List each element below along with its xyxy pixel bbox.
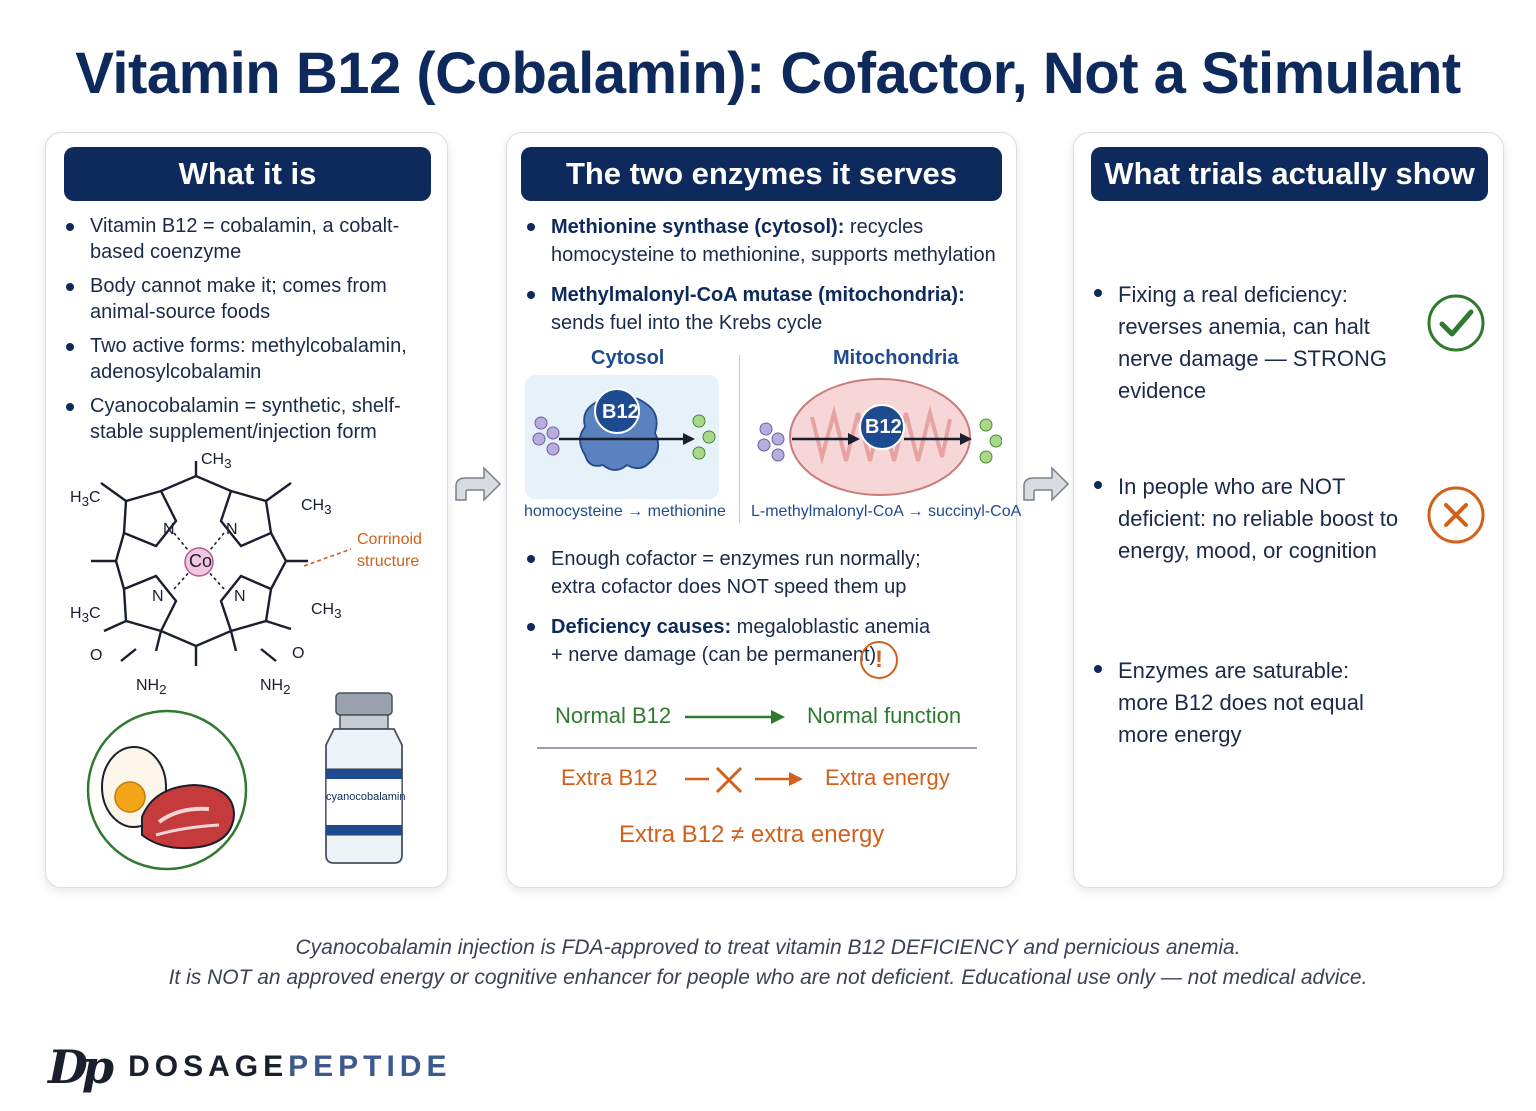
list-item: Vitamin B12 = cobalamin, a cobalt-based … [64, 213, 414, 265]
methyl-label: CH3 [201, 451, 232, 472]
card-enzymes: The two enzymes it serves Methionine syn… [506, 132, 1021, 888]
blocked-arrow-icon [685, 766, 803, 794]
mitochondria-reaction: L-methylmalonyl-CoA → succinyl-CoA [751, 503, 1022, 520]
methyl-label: CH3 [301, 497, 332, 518]
connector-arrow-icon [1023, 466, 1070, 502]
cytosol-enzyme-diagram [525, 375, 719, 499]
page-title: Vitamin B12 (Cobalamin): Cofactor, Not a… [75, 41, 1461, 106]
list-item: In people who are NOT deficient: no reli… [1092, 471, 1402, 567]
list-item: Deficiency causes: megaloblastic anemia … [525, 613, 945, 669]
vial-label: cyanocobalamin [326, 791, 406, 803]
cofactor-points-list: Enough cofactor = enzymes run normally; … [525, 545, 945, 681]
corrinoid-label: structure [357, 553, 420, 570]
list-item: Two active forms: methylcobalamin, adeno… [64, 333, 414, 385]
mitochondria-enzyme-diagram [757, 378, 1002, 496]
brand-name-part2: PEPTIDE [288, 1050, 452, 1083]
header-enzymes: The two enzymes it serves [521, 147, 1002, 201]
brand-logo: Dp DOSAGE PEPTIDE [48, 1040, 451, 1094]
list-item: Enzymes are saturable: more B12 does not… [1092, 655, 1392, 751]
mitochondria-label: Mitochondria [833, 347, 959, 369]
header-what-it-is: What it is [64, 147, 431, 201]
checkmark-icon [1427, 294, 1485, 352]
warning-icon: ! [860, 641, 898, 679]
cytosol-label: Cytosol [591, 347, 665, 369]
amide-label: NH2 [260, 677, 291, 698]
oxygen-label: O [90, 647, 103, 664]
oxygen-label: O [292, 645, 305, 662]
b12-badge: B12 [602, 401, 639, 423]
brand-name-part1: DOSAGE [128, 1050, 289, 1083]
corrinoid-label: Corrinoid [357, 531, 422, 548]
list-item: Methylmalonyl-CoA mutase (mitochondria):… [525, 281, 1005, 337]
cytosol-reaction: homocysteine → methionine [524, 503, 726, 520]
methyl-label: H3C [70, 489, 101, 510]
normal-function-label: Normal function [807, 703, 962, 728]
nitrogen-label: N [163, 521, 175, 538]
extra-energy-label: Extra energy [825, 765, 950, 790]
animal-food-icon [86, 709, 248, 871]
trial-finding-list: In people who are NOT deficient: no reli… [1092, 471, 1402, 567]
amide-label: NH2 [136, 677, 167, 698]
nitrogen-label: N [152, 588, 164, 605]
header-trials: What trials actually show [1091, 147, 1488, 201]
brand-monogram: Dp [48, 1040, 114, 1094]
normal-b12-label: Normal B12 [555, 703, 672, 728]
vial-icon [325, 692, 403, 864]
list-item: Fixing a real deficiency: reverses anemi… [1092, 279, 1402, 407]
nitrogen-label: N [226, 521, 238, 538]
list-item: Methionine synthase (cytosol): recycles … [525, 213, 1005, 269]
corrinoid-structure-diagram [91, 461, 352, 666]
disclaimer-line: It is NOT an approved energy or cognitiv… [168, 966, 1368, 989]
comparison-divider [537, 747, 977, 749]
trial-finding-list: Fixing a real deficiency: reverses anemi… [1092, 279, 1402, 407]
disclaimer-line: Cyanocobalamin injection is FDA-approved… [295, 936, 1241, 959]
summary-label: Extra B12 ≠ extra energy [619, 821, 885, 848]
methyl-label: H3C [70, 605, 101, 626]
cobalt-atom-label: Co [189, 551, 213, 571]
enzymes-list: Methionine synthase (cytosol): recycles … [525, 213, 1005, 349]
x-mark-icon [1427, 486, 1485, 544]
normal-arrow-icon [685, 710, 785, 724]
list-item: Body cannot make it; comes from animal-s… [64, 273, 414, 325]
connector-arrow-icon [455, 466, 502, 502]
nitrogen-label: N [234, 588, 246, 605]
card-trials: What trials actually show Fixing a real … [1073, 132, 1504, 888]
b12-badge: B12 [865, 416, 902, 438]
panel-divider [739, 355, 740, 523]
methyl-label: CH3 [311, 601, 342, 622]
trial-finding-list: Enzymes are saturable: more B12 does not… [1092, 655, 1392, 751]
list-item: Enough cofactor = enzymes run normally; … [525, 545, 945, 601]
card-what-it-is: What it is Vitamin B12 = cobalamin, a co… [45, 132, 448, 888]
what-it-is-list: Vitamin B12 = cobalamin, a cobalt-based … [64, 213, 414, 453]
extra-b12-label: Extra B12 [561, 765, 658, 790]
list-item: Cyanocobalamin = synthetic, shelf-stable… [64, 393, 414, 445]
